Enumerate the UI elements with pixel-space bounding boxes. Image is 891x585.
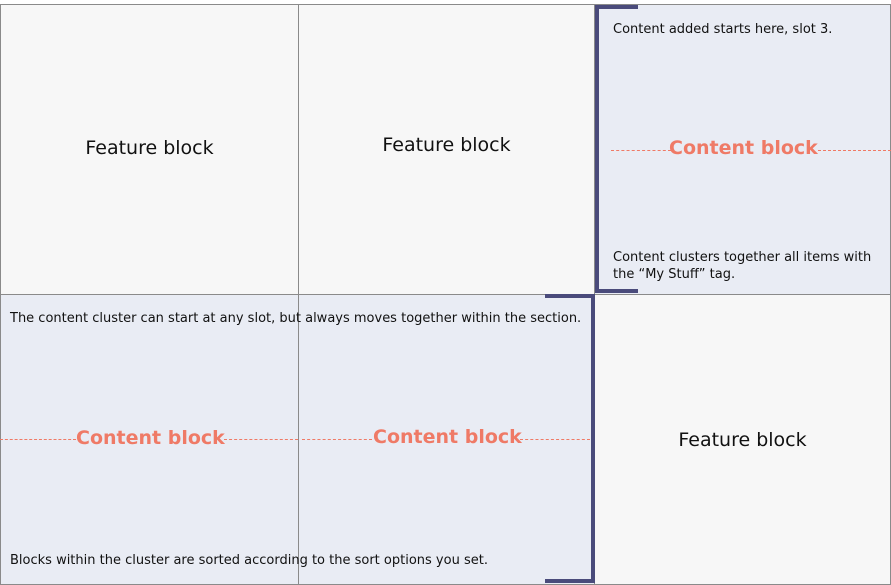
cluster-start-note: The content cluster can start at any slo… xyxy=(10,311,582,326)
content-block-label-slot-5: Content block xyxy=(373,426,522,448)
start-slot-note: Content added starts here, slot 3. xyxy=(613,22,833,37)
dashed-line-slot-3-left xyxy=(611,150,671,151)
content-block-slot-3: Content added starts here, slot 3. Conte… xyxy=(594,4,891,295)
dashed-line-slot-5-left xyxy=(302,439,372,440)
tag-note-line-1: Content clusters together all items with xyxy=(613,250,872,265)
sort-note: Blocks within the cluster are sorted acc… xyxy=(10,553,488,568)
dashed-line-slot-4-right xyxy=(224,439,298,440)
cluster-bracket-bottom xyxy=(545,294,595,583)
cluster-bracket-top xyxy=(595,5,638,293)
feature-block-label: Feature block xyxy=(382,134,511,156)
feature-block-slot-2: Feature block xyxy=(298,4,595,295)
feature-block-label: Feature block xyxy=(678,429,807,451)
dashed-line-slot-5-right xyxy=(520,439,590,440)
content-block-label-slot-4: Content block xyxy=(76,427,225,449)
tag-note-line-2: the “My Stuff” tag. xyxy=(613,267,736,282)
feature-block-slot-6: Feature block xyxy=(594,294,891,585)
dashed-line-slot-3-right xyxy=(818,150,891,151)
dashed-line-slot-4-left xyxy=(0,439,76,440)
content-block-label-slot-3: Content block xyxy=(669,137,818,159)
feature-block-slot-1: Feature block xyxy=(0,4,299,295)
feature-block-label: Feature block xyxy=(85,137,214,159)
